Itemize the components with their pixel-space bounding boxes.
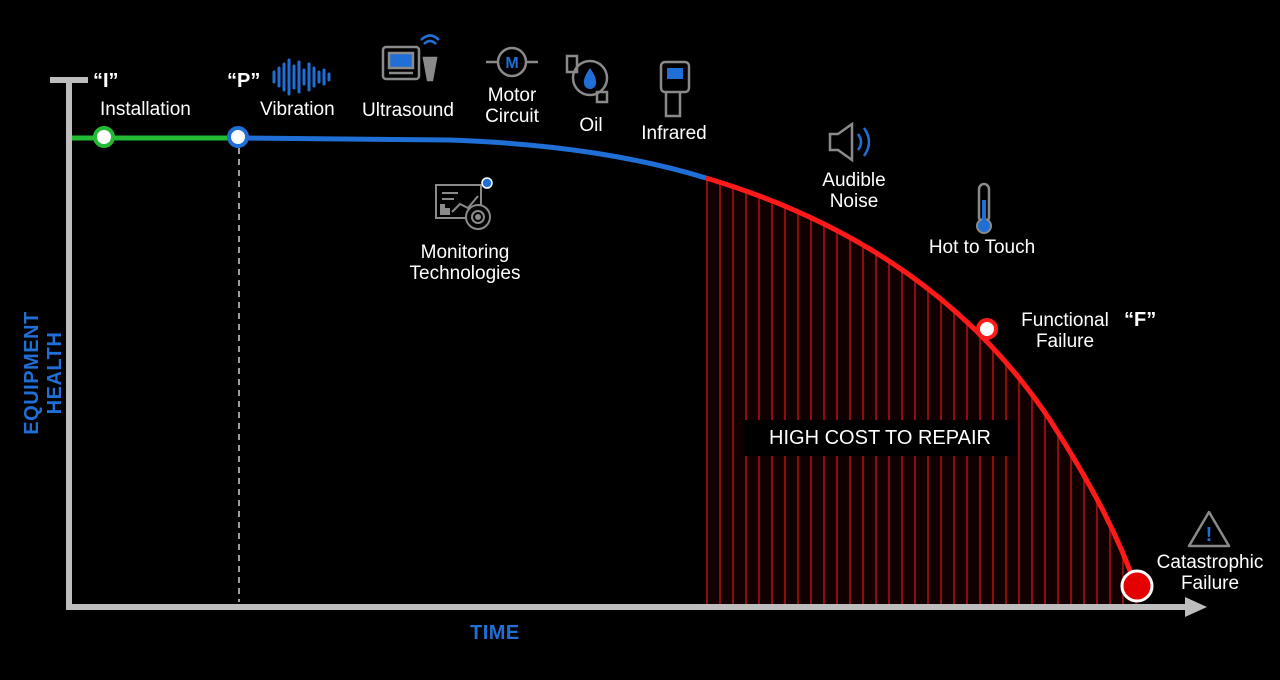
curve-red-segment	[705, 175, 1140, 591]
vibration-wave-icon	[272, 58, 331, 96]
infrared-label: Infrared	[641, 123, 707, 144]
curve-blue-segment	[237, 135, 707, 181]
audible-label-line2: Noise	[829, 191, 879, 212]
f-mark: “F”	[1124, 309, 1157, 331]
ultrasound-label: Ultrasound	[362, 100, 454, 121]
monitoring-label-line2: Technologies	[409, 263, 521, 284]
catastrophic-label-line1: Catastrophic	[1156, 552, 1264, 573]
catastrophic-label-line2: Failure	[1180, 573, 1240, 594]
point-i	[93, 126, 115, 148]
speaker-icon	[828, 121, 871, 163]
axes	[50, 77, 1207, 617]
ultrasound-device-icon	[381, 34, 440, 82]
hot-to-touch-label: Hot to Touch	[928, 237, 1036, 258]
y-axis-title: EQUIPMENT HEALTH	[21, 311, 66, 435]
point-f	[976, 318, 998, 340]
warning-triangle-icon: !	[1187, 510, 1231, 548]
svg-text:M: M	[505, 55, 518, 72]
oil-label: Oil	[579, 115, 603, 136]
point-catastrophic	[1120, 569, 1154, 603]
oil-drop-icon	[565, 54, 609, 104]
motor-icon: M	[486, 46, 538, 78]
high-cost-label: HIGH COST TO REPAIR	[744, 420, 1016, 456]
motor-circuit-label-line1: Motor	[487, 85, 537, 106]
thermometer-icon	[976, 182, 992, 234]
point-p	[227, 126, 249, 148]
installation-label: Installation	[100, 99, 191, 120]
functional-label-line2: Failure	[1035, 331, 1095, 352]
infrared-gun-icon	[659, 60, 691, 118]
high-cost-region	[706, 178, 1137, 605]
svg-text:!: !	[1206, 524, 1213, 546]
functional-label-line1: Functional	[1021, 310, 1109, 331]
x-axis-title: TIME	[470, 622, 520, 644]
audible-label-line1: Audible	[822, 170, 886, 191]
monitoring-screen-icon	[435, 177, 493, 230]
p-mark: “P”	[227, 70, 261, 92]
vibration-label: Vibration	[260, 99, 335, 120]
motor-circuit-label-line2: Circuit	[485, 106, 539, 127]
i-mark: “I”	[93, 70, 119, 92]
monitoring-label-line1: Monitoring	[420, 242, 510, 263]
